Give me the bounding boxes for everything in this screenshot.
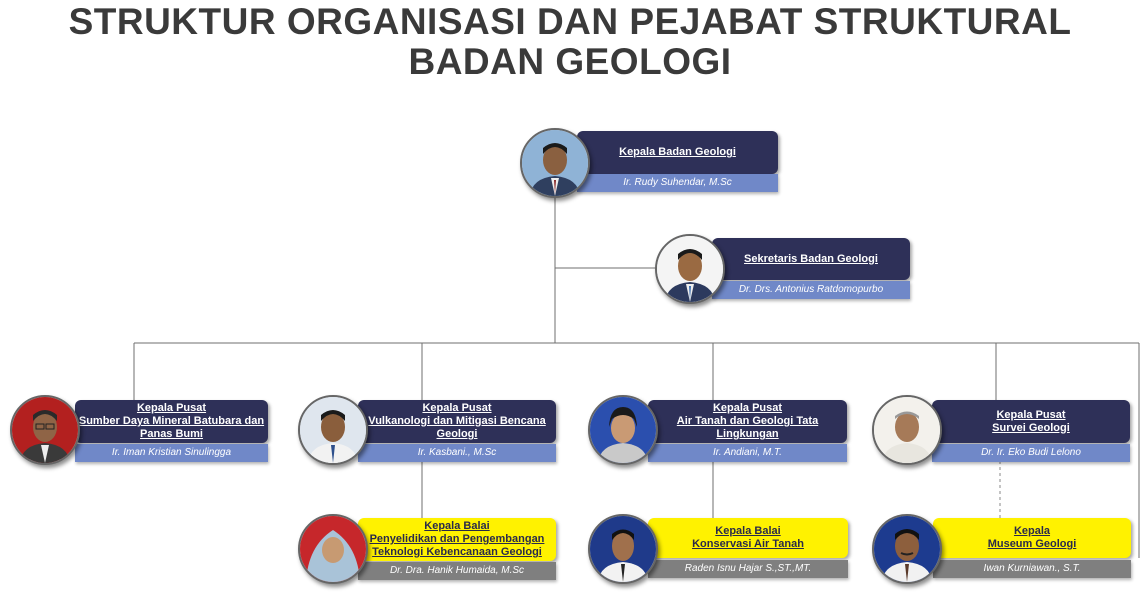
node-kepala-title-box[interactable]: Kepala Badan Geologi [577, 131, 778, 174]
portrait-photo [872, 395, 942, 465]
node-bkat-title-box[interactable]: Kepala Balai Konservasi Air Tanah [648, 518, 848, 558]
node-psdmbp-title-3: Panas Bumi [140, 428, 203, 440]
node-museum-name: Iwan Kurniawan., S.T. [933, 560, 1131, 578]
node-psdmbp-title-1: Kepala Pusat [136, 402, 207, 414]
node-museum-title-box[interactable]: Kepala Museum Geologi [933, 518, 1131, 558]
node-bkat-title-1: Kepala Balai [715, 525, 781, 537]
node-pat-title-box[interactable]: Kepala Pusat Air Tanah dan Geologi Tata … [648, 400, 847, 443]
node-sekretaris-title: Sekretaris Badan Geologi [744, 252, 878, 265]
node-bpptkg-title-2: Penyelidikan dan Pengembangan [369, 533, 545, 545]
node-pat-name: Ir. Andiani, M.T. [648, 444, 847, 462]
node-bkat-title-2: Konservasi Air Tanah [692, 538, 804, 550]
portrait-photo [298, 514, 368, 584]
node-psg-title-1: Kepala Pusat [996, 408, 1066, 421]
node-psdmbp-title-box[interactable]: Kepala Pusat Sumber Daya Mineral Batubar… [75, 400, 268, 443]
node-pvmbg-title-box[interactable]: Kepala Pusat Vulkanologi dan Mitigasi Be… [358, 400, 556, 443]
node-museum-title-2: Museum Geologi [987, 538, 1077, 550]
node-kepala-title: Kepala Badan Geologi [619, 146, 736, 158]
node-psdmbp-name: Ir. Iman Kristian Sinulingga [75, 444, 268, 462]
node-bpptkg-title-3: Teknologi Kebencanaan Geologi [372, 546, 542, 558]
page-title-line-2: BADAN GEOLOGI [408, 41, 732, 82]
node-psg-title-2: Survei Geologi [992, 421, 1070, 434]
node-bpptkg-title-box[interactable]: Kepala Balai Penyelidikan dan Pengembang… [358, 518, 556, 561]
node-psg-name: Dr. Ir. Eko Budi Lelono [932, 444, 1130, 462]
portrait-photo [872, 514, 942, 584]
portrait-photo [520, 128, 590, 198]
node-sekretaris-name: Dr. Drs. Antonius Ratdomopurbo [712, 281, 910, 299]
node-sekretaris-title-box[interactable]: Sekretaris Badan Geologi [712, 238, 910, 280]
node-pvmbg-title-2: Vulkanologi dan Mitigasi Bencana [368, 415, 546, 427]
node-pvmbg-title-1: Kepala Pusat [422, 402, 492, 414]
node-bpptkg-name: Dr. Dra. Hanik Humaida, M.Sc [358, 562, 556, 580]
portrait-photo [655, 234, 725, 304]
node-pvmbg-title-3: Geologi [436, 428, 478, 440]
node-kepala-name: Ir. Rudy Suhendar, M.Sc [577, 174, 778, 192]
node-pat-title-1: Kepala Pusat [712, 402, 783, 414]
node-pvmbg-name: Ir. Kasbani., M.Sc [358, 444, 556, 462]
portrait-photo [10, 395, 80, 465]
node-museum-title-1: Kepala [1013, 525, 1051, 537]
node-psg-title-box[interactable]: Kepala Pusat Survei Geologi [932, 400, 1130, 443]
portrait-photo [298, 395, 368, 465]
node-psdmbp-title-2: Sumber Daya Mineral Batubara dan [78, 415, 265, 427]
node-bkat-name: Raden Isnu Hajar S.,ST.,MT. [648, 560, 848, 578]
node-bpptkg-title-1: Kepala Balai [424, 520, 490, 532]
node-pat-title-2: Air Tanah dan Geologi Tata Lingkungan [676, 415, 819, 440]
portrait-photo [588, 514, 658, 584]
page-title-line-1: STRUKTUR ORGANISASI DAN PEJABAT STRUKTUR… [68, 1, 1072, 42]
portrait-photo [588, 395, 658, 465]
